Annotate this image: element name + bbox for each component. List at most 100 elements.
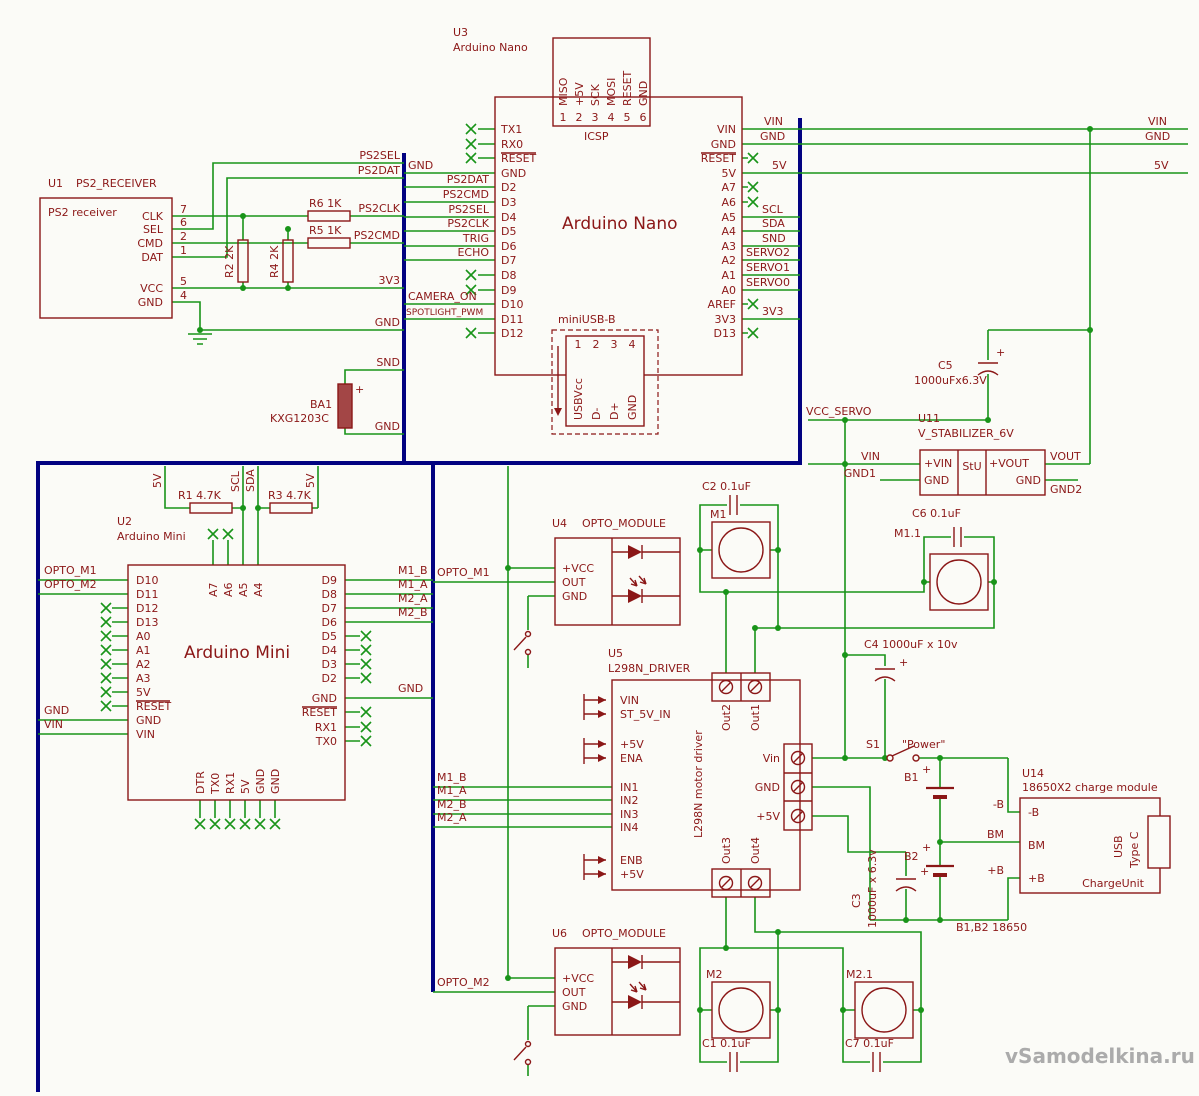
component-details (136, 152, 999, 1072)
part-label: V_STABILIZER_6V (918, 427, 1014, 440)
pin-label: A2 (721, 254, 736, 267)
ref-label: C2 0.1uF (702, 480, 751, 493)
pin-label: D10 (136, 574, 158, 587)
net-label: OPTO_M1 (44, 564, 97, 577)
net-label: PS2CMD (443, 188, 489, 201)
polarity-mark: + (920, 865, 929, 878)
net-label: SERVO1 (746, 261, 790, 274)
net-label: GND (375, 420, 400, 433)
pin-label: D8 (322, 588, 337, 601)
l298n-driver: U5 L298N_DRIVER L298N motor driver VIN S… (437, 647, 813, 898)
wires-power-right (808, 129, 1091, 921)
resistor-body (282, 239, 294, 283)
net-label: 5V (1154, 159, 1169, 172)
pin-label: D5 (322, 630, 337, 643)
inner-label: ChargeUnit (1082, 877, 1145, 890)
pin-label: TX0 (209, 773, 222, 795)
component-body (494, 96, 743, 376)
net-label: GND (1145, 130, 1170, 143)
terminal-label: Out2 (720, 704, 733, 731)
net-label: +B (987, 864, 1004, 877)
switch-contact (524, 648, 532, 656)
icsp-label: ICSP (584, 130, 609, 143)
pin-number: 1 (560, 111, 567, 124)
pin-label: D3 (322, 658, 337, 671)
pin-label: A5 (237, 582, 250, 597)
net-label: VIN (44, 718, 63, 731)
pin-label: 3V3 (714, 313, 736, 326)
polarity-mark: + (355, 383, 364, 396)
pin-label: D6 (322, 616, 337, 629)
pin-label: A0 (136, 630, 151, 643)
net-label: M1_A (437, 784, 467, 797)
pin-label: +B (1028, 872, 1045, 885)
pin-label: GND (138, 296, 163, 309)
ref-label: M2 (706, 968, 723, 981)
capacitors: C2 0.1uF C6 0.1uF C5 1000uFx6.3V + C4 10… (702, 346, 1005, 1050)
terminal (718, 875, 734, 891)
pin-label: A4 (252, 582, 265, 597)
terminal (790, 779, 806, 795)
motor-body (929, 553, 989, 611)
terminal-block (783, 743, 813, 831)
net-label: ECHO (457, 246, 489, 259)
pin-label: TX1 (500, 123, 522, 136)
net-label: GND (398, 682, 423, 695)
net-label: SND (376, 356, 400, 369)
pin-number: 4 (180, 289, 187, 302)
pin-label: A6 (721, 196, 736, 209)
net-label: M1_A (398, 578, 428, 591)
net-label: OPTO_M2 (437, 976, 490, 989)
resistor-body (269, 502, 313, 514)
ref-label: U6 (552, 927, 567, 940)
component-title: Arduino Nano (562, 214, 678, 234)
pin-label: D4 (322, 644, 337, 657)
ref-label: C6 0.1uF (912, 507, 961, 520)
motor-symbol (861, 987, 907, 1033)
net-label: M2_A (437, 811, 467, 824)
pin-label: D2 (501, 181, 516, 194)
pin-label: D9 (322, 574, 337, 587)
net-label: M2_B (398, 606, 428, 619)
ref-label: B1 (904, 771, 919, 784)
pin-label: RX1 (224, 772, 237, 794)
net-label: PS2SEL (359, 149, 401, 162)
component-body (39, 197, 173, 319)
pin-label: A0 (721, 284, 736, 297)
ref-label: R3 4.7K (268, 489, 312, 502)
pin-label: GND (501, 167, 526, 180)
pin-label: D8 (501, 269, 516, 282)
pin-label: D+ (608, 402, 621, 420)
pin-label: D12 (501, 327, 523, 340)
net-label: PS2DAT (447, 173, 490, 186)
pin-label: RX0 (501, 138, 523, 151)
pin-label: GND (1016, 474, 1041, 487)
power-section: S1 "Power" B1 + B2 + B1,B2 18650 (866, 738, 1027, 934)
pin-number: 5 (624, 111, 631, 124)
terminal-label: +5V (756, 810, 780, 823)
pin-label: D2 (322, 672, 337, 685)
pin-label: IN1 (620, 781, 638, 794)
pin-label: GND (924, 474, 949, 487)
ref-label: U4 (552, 517, 567, 530)
divider (957, 450, 987, 495)
component-body (554, 537, 681, 626)
pin-label: +5V (620, 738, 644, 751)
pin-label: GND (562, 1000, 587, 1013)
terminal (718, 679, 734, 695)
pin-label: OUT (562, 576, 586, 589)
pin-label: GND (312, 692, 337, 705)
net-label: SPOTLIGHT_PWM (406, 308, 483, 318)
resistor-body (189, 502, 233, 514)
wires-nano-left (404, 128, 495, 334)
ref-label: S1 (866, 738, 880, 751)
ref-label: U1 (48, 177, 63, 190)
pin-label: SCK (589, 83, 602, 106)
watermark: vSamodelkina.ru (1005, 1044, 1195, 1068)
switch-contact (524, 630, 532, 638)
polarity-mark: + (899, 656, 908, 669)
pin-label: MISO (557, 77, 570, 106)
polarity-mark: + (996, 346, 1005, 359)
battery-plate (926, 786, 954, 868)
pin-label: GND (562, 590, 587, 603)
